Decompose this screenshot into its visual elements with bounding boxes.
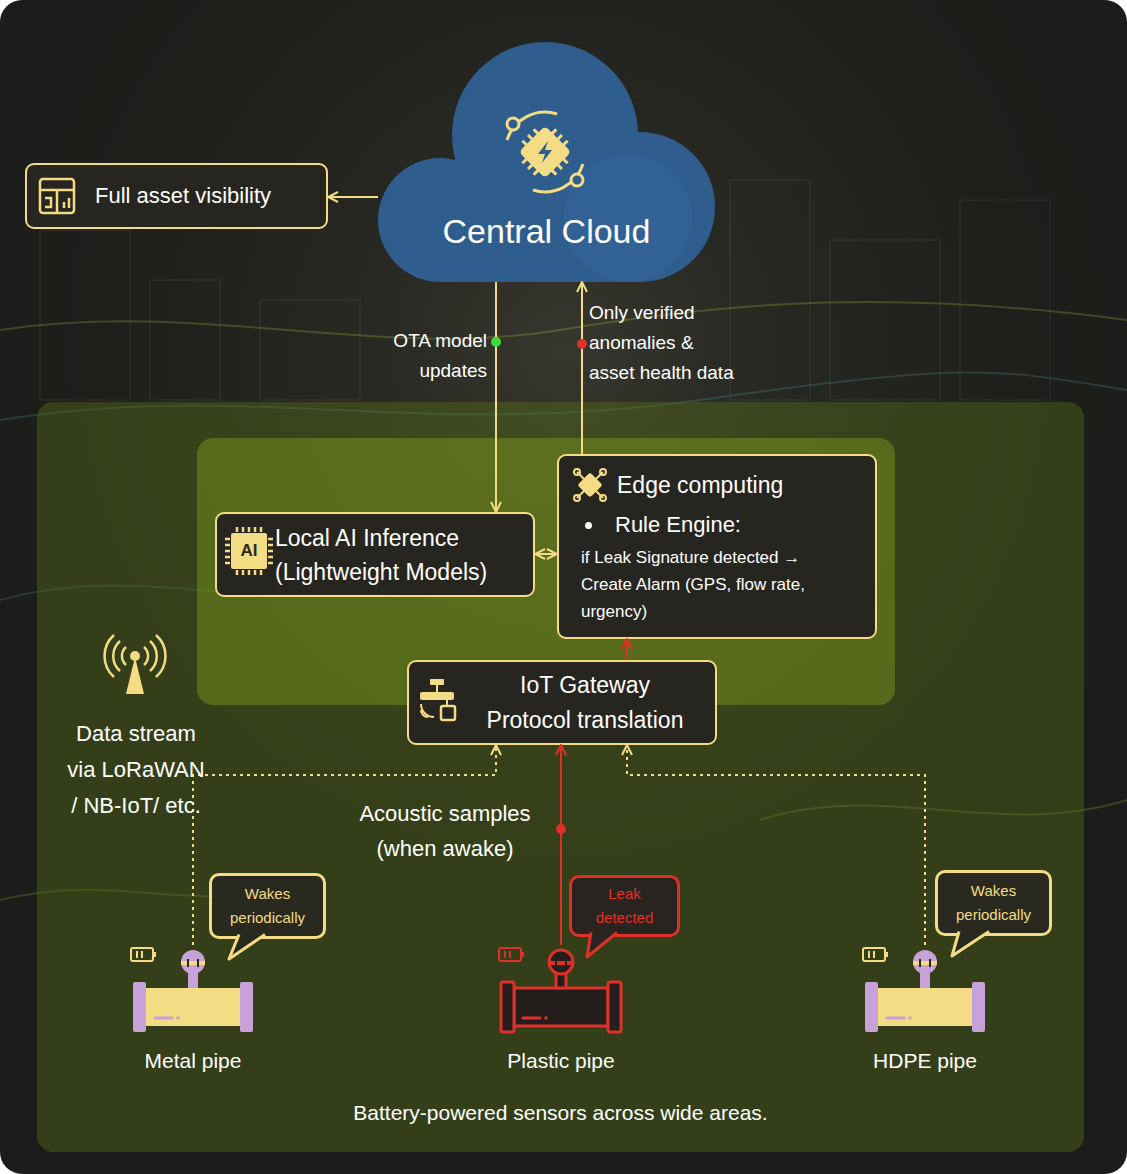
pipe-mark: [523, 1017, 540, 1020]
sensor-head: [549, 950, 573, 974]
sensor-eye: [555, 959, 557, 967]
pipe-flange: [133, 982, 146, 1032]
battery-nub: [521, 952, 524, 957]
node-text: Plastic pipe: [471, 1048, 651, 1074]
pipe-body: [146, 988, 240, 1026]
tail-outline: [587, 933, 617, 958]
sensor-pipe: HDPE pipe: [860, 945, 990, 1080]
pipe-flange: [240, 982, 253, 1032]
pipe-sensor-shape: [496, 945, 626, 1040]
battery-cell: [141, 951, 143, 958]
annotation: Data stream via LoRaWAN / NB-IoT/ etc.: [66, 716, 206, 824]
signal-dot: [491, 337, 501, 347]
node-text: Local AI Inference (Lightweight Models): [275, 521, 525, 589]
pipe-body: [514, 988, 608, 1026]
pipe-body: [878, 988, 972, 1026]
pipe-mark: [908, 1016, 912, 1020]
sensor-eye: [919, 959, 921, 967]
pipe-flange: [865, 982, 878, 1032]
sensor-band: [913, 961, 937, 965]
sensor-eye: [187, 959, 189, 967]
battery-nub: [885, 952, 888, 957]
building: [830, 240, 940, 400]
sensor-eye: [197, 959, 199, 967]
battery-cell: [873, 951, 875, 958]
node-text: Edge computing: [617, 468, 845, 502]
pipe-sensor-shape: [128, 945, 258, 1040]
sensor-band: [181, 961, 205, 965]
edge-label: OTA model updates: [377, 326, 487, 386]
cloud-lobe: [565, 132, 715, 282]
sensor-neck: [920, 972, 930, 988]
node-text: Central Cloud: [378, 211, 715, 251]
pipe-sensor-shape: [860, 945, 990, 1040]
node-text: Full asset visibility: [95, 183, 271, 209]
process-box: Edge computingRule Engine: if Leak Signat…: [557, 454, 877, 639]
callout-bubble: Wakes periodically: [209, 873, 326, 939]
node-text: if Leak Signature detected → Create Alar…: [581, 544, 845, 625]
edge-label: Acoustic samples (when awake): [345, 796, 545, 866]
pipe-mark: [155, 1017, 172, 1020]
node-text: Protocol translation: [487, 703, 684, 738]
building: [40, 230, 130, 400]
bubble-tail: [209, 873, 326, 939]
connector: [328, 196, 378, 198]
bubble-tail: [935, 870, 1052, 936]
process-box: Local AI Inference (Lightweight Models): [215, 512, 535, 597]
tail-fill: [952, 930, 989, 956]
pipe-flange: [608, 982, 621, 1032]
sensor-neck: [188, 972, 198, 988]
tail-outline: [952, 932, 989, 957]
building: [960, 200, 1050, 400]
node-text: Leak detected: [585, 882, 664, 930]
building: [260, 300, 360, 400]
battery: [499, 948, 521, 961]
building: [730, 180, 810, 400]
node-text: Rule Engine:: [581, 510, 845, 540]
output-box: Full asset visibility: [25, 163, 328, 229]
edge-label: Only verified anomalies & asset health d…: [589, 298, 739, 388]
sensor-pipe: Plastic pipe: [496, 945, 626, 1080]
battery-cell: [868, 951, 870, 958]
field-zone: Battery-powered sensors across wide area…: [37, 402, 1084, 1152]
node-text: IoT Gateway: [520, 668, 650, 703]
sensor-head: [181, 950, 205, 974]
tail-outline: [229, 935, 265, 960]
tail-fill: [587, 931, 617, 957]
node-text: HDPE pipe: [835, 1048, 1015, 1074]
alert-bubble: Leak detected: [569, 875, 680, 937]
battery: [863, 948, 885, 961]
pipe-mark: [887, 1017, 904, 1020]
battery: [131, 948, 153, 961]
battery-cell: [504, 951, 506, 958]
bubble-tail: [569, 875, 680, 937]
cloud-node: Central Cloud: [378, 40, 715, 282]
battery-nub: [153, 952, 156, 957]
tail-fill: [229, 933, 265, 959]
battery-cell: [509, 951, 511, 958]
pipe-flange: [972, 982, 985, 1032]
node-text: Wakes periodically: [946, 879, 1041, 927]
sensor-head: [913, 950, 937, 974]
pipe-mark: [544, 1016, 548, 1020]
sensor-eye: [565, 959, 567, 967]
pipe-mark: [176, 1016, 180, 1020]
node-text: Battery-powered sensors across wide area…: [37, 1099, 1084, 1127]
sensor-pipe: Metal pipe: [128, 945, 258, 1080]
callout-bubble: Wakes periodically: [935, 870, 1052, 936]
signal-dot: [577, 339, 587, 349]
node-text: Metal pipe: [103, 1048, 283, 1074]
building: [150, 280, 220, 400]
sensor-band: [549, 961, 573, 965]
sensor-eye: [929, 959, 931, 967]
battery-cell: [136, 951, 138, 958]
node-text: Wakes periodically: [220, 882, 315, 930]
pipe-flange: [501, 982, 514, 1032]
gateway-box: IoT GatewayProtocol translation: [407, 660, 717, 745]
glow-line: [0, 302, 1127, 339]
